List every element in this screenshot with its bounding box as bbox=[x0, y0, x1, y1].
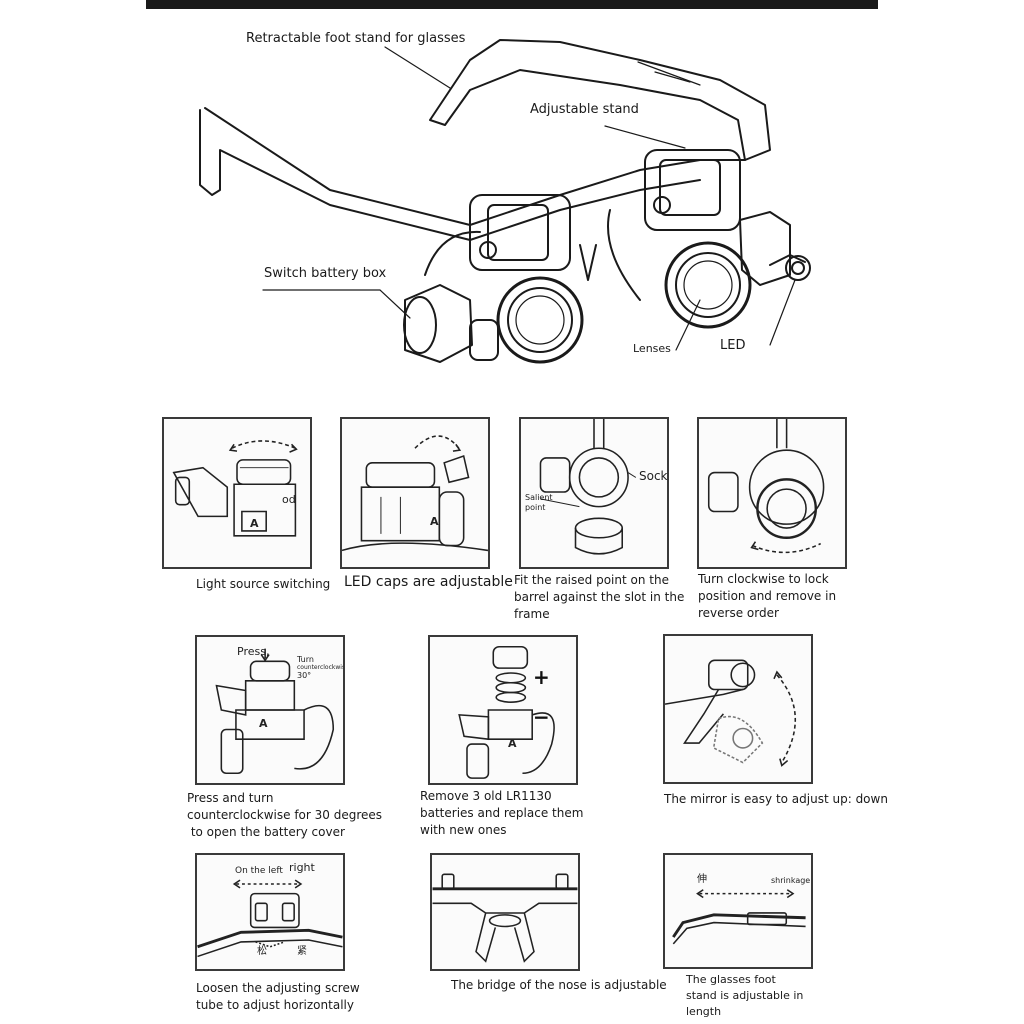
label-lenses: Lenses bbox=[633, 342, 671, 355]
label-turn-2: counterclockwise bbox=[297, 664, 345, 671]
label-extend: 伸 bbox=[697, 874, 707, 885]
battery-cover-drawing bbox=[215, 648, 335, 775]
caption-light-source-switching: Light source switching bbox=[196, 577, 331, 591]
label-cn-loosen: 松 bbox=[257, 946, 267, 957]
batteries-drawing bbox=[458, 645, 555, 779]
panel-battery-cover: Press, Turn counterclockwise 30° A bbox=[195, 635, 345, 785]
label-battery-box: Switch battery box bbox=[264, 266, 387, 281]
label-turn-3: 30° bbox=[297, 671, 312, 680]
label-press: Press, bbox=[237, 645, 270, 658]
top-black-bar bbox=[146, 0, 878, 9]
panel-horizontal-adjust: On the left right 松 紧 bbox=[195, 853, 345, 971]
caption-foot-stand-length: The glasses foot stand is adjustable in … bbox=[686, 973, 804, 1018]
label-led: LED bbox=[720, 338, 746, 353]
label-foot-stand: Retractable foot stand for glasses bbox=[246, 31, 466, 46]
nose-bridge-drawing bbox=[432, 873, 578, 963]
light-mark-od: od bbox=[282, 493, 296, 506]
panel-batteries: + − A bbox=[428, 635, 578, 785]
caption-led-caps: LED caps are adjustable bbox=[344, 574, 513, 590]
caption-batteries: Remove 3 old LR1130 batteries and replac… bbox=[420, 789, 584, 837]
light-mark-a: A bbox=[250, 517, 259, 530]
panel-led-caps: A bbox=[340, 417, 490, 569]
label-cn-tighten: 紧 bbox=[297, 946, 307, 957]
battery-plus: + bbox=[533, 665, 550, 689]
label-salient-1: Salient bbox=[525, 493, 553, 502]
caption-sockets: Fit the raised point on the barrel again… bbox=[514, 573, 685, 621]
batteries-mark-a: A bbox=[508, 737, 517, 750]
clockwise-lock-drawing bbox=[707, 419, 825, 554]
panel-light-source-switching: A od bbox=[162, 417, 312, 569]
caption-horizontal-adjust: Loosen the adjusting screw tube to adjus… bbox=[196, 981, 360, 1012]
panel-mirror bbox=[663, 634, 813, 784]
panel-clockwise-lock bbox=[697, 417, 847, 569]
label-turn-1: Turn bbox=[297, 655, 314, 664]
panel-sockets: Sockets Salient point bbox=[519, 417, 669, 569]
panel-foot-stand-length: 伸 shrinkage bbox=[663, 853, 813, 969]
label-on-the-left: On the left bbox=[235, 866, 283, 876]
label-shrinkage: shrinkage bbox=[771, 876, 811, 885]
label-right: right bbox=[289, 861, 315, 874]
magnifier-glasses-illustration bbox=[199, 39, 811, 364]
label-salient-2: point bbox=[525, 503, 546, 512]
horizontal-adjust-drawing bbox=[197, 879, 343, 958]
led-caps-drawing bbox=[342, 435, 488, 552]
sockets-drawing bbox=[539, 419, 637, 555]
light-source-drawing bbox=[172, 440, 298, 537]
cover-mark-a: A bbox=[259, 717, 268, 730]
caption-mirror: The mirror is easy to adjust up: down bbox=[664, 792, 888, 806]
panel-nose-bridge bbox=[430, 853, 580, 971]
caption-nose-bridge: The bridge of the nose is adjustable bbox=[451, 978, 667, 992]
label-sockets: Sockets bbox=[639, 469, 668, 483]
led-mark-a: A bbox=[430, 515, 439, 528]
battery-minus: − bbox=[533, 705, 550, 729]
foot-stand-drawing bbox=[672, 889, 806, 945]
mirror-drawing bbox=[665, 659, 797, 767]
caption-clockwise-lock: Turn clockwise to lock position and remo… bbox=[698, 572, 837, 620]
label-adjustable-stand: Adjustable stand bbox=[530, 102, 639, 117]
caption-battery-cover: Press and turn counterclockwise for 30 d… bbox=[187, 791, 383, 839]
